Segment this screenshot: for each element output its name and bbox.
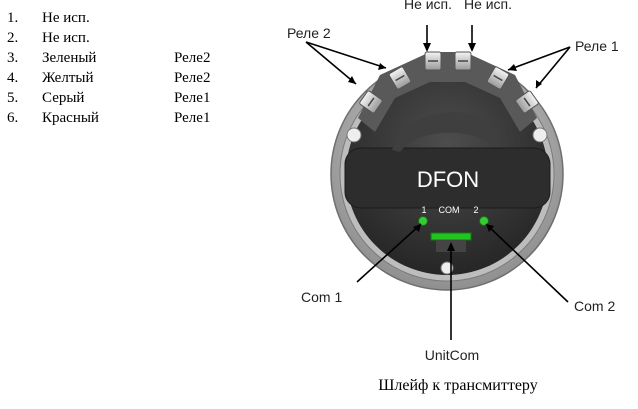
callout-arrowheads <box>348 43 542 251</box>
relay2-callout-a <box>305 41 357 85</box>
unitcom-connector <box>430 232 472 241</box>
led-1-label: 1 <box>421 205 426 215</box>
wire-color: Не исп. <box>42 10 90 26</box>
relay2-callout-b <box>305 41 387 69</box>
com-2-label: Com 2 <box>574 298 615 314</box>
unused-1-label: Не исп. <box>404 0 452 12</box>
com-1-led <box>418 216 428 226</box>
mounting-screws <box>346 127 548 275</box>
unitcom-label: UnitCom <box>425 347 479 363</box>
wire-number: 1. <box>7 10 19 26</box>
relay1-callout-b <box>535 46 571 89</box>
wire-color: Желтый <box>42 70 94 86</box>
wire-color: Не исп. <box>42 30 90 46</box>
com-1-label: Com 1 <box>301 289 342 305</box>
wire-relay: Реле2 <box>174 70 211 86</box>
relay-1-label: Реле 1 <box>575 38 619 54</box>
terminal-screw <box>359 90 383 114</box>
wire-number: 6. <box>7 110 19 126</box>
figure-caption: Шлейф к трансмиттеру <box>378 377 538 394</box>
wire-color: Серый <box>42 90 85 106</box>
wire-relay: Реле1 <box>174 110 211 126</box>
unused-2-label: Не исп. <box>464 0 512 12</box>
wire-color: Красный <box>42 110 99 126</box>
wire-number: 5. <box>7 90 19 106</box>
relay-2-label: Реле 2 <box>287 25 331 41</box>
terminal-screw <box>486 66 510 90</box>
panel-ridge <box>392 112 500 152</box>
com1-callout <box>356 223 422 283</box>
terminal-block <box>358 51 539 132</box>
wire-number: 4. <box>7 70 19 86</box>
wire-relay: Реле1 <box>174 90 211 106</box>
led-2-label: 2 <box>473 205 478 215</box>
wire-color: Зеленый <box>42 50 97 66</box>
wire-number: 3. <box>7 50 19 66</box>
relay1-callout-a <box>507 46 571 71</box>
terminal-screw <box>515 90 539 114</box>
com-2-led <box>479 216 489 226</box>
terminal-screw <box>388 66 412 90</box>
com2-callout <box>485 223 569 303</box>
logo-panel <box>344 112 551 209</box>
com-label: COM <box>439 205 460 215</box>
wire-relay: Реле2 <box>174 50 211 66</box>
terminal-screw <box>454 51 472 71</box>
terminal-screw <box>424 51 442 71</box>
device-logo: DFON <box>417 167 479 192</box>
wire-number: 2. <box>7 30 19 46</box>
